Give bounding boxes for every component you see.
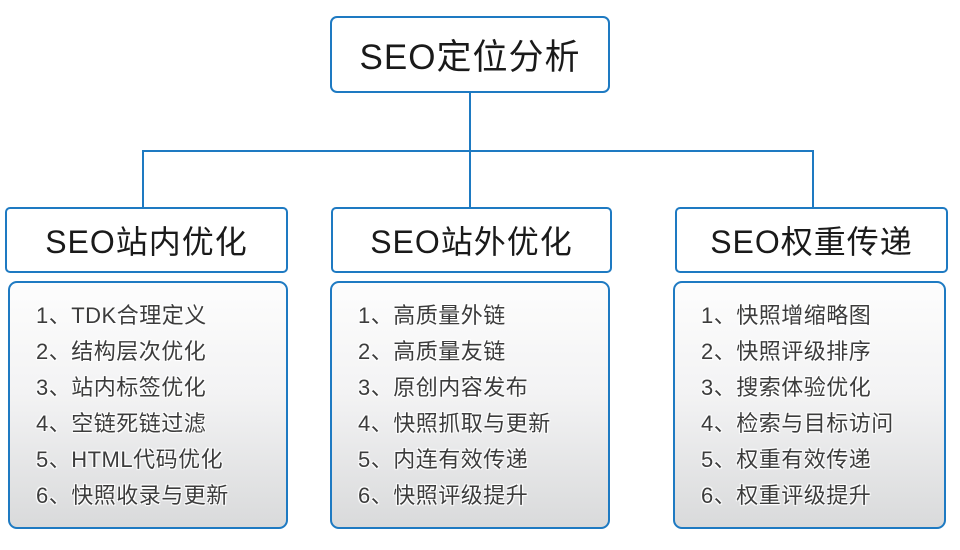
column-header-offsite: SEO站外优化 [331,207,612,273]
connector-drop-right [812,150,814,207]
root-node-seo-analysis: SEO定位分析 [330,16,610,93]
column-header-title: SEO权重传递 [710,224,913,260]
list-panel-weight: 1、快照增缩略图 2、快照评级排序 3、搜索体验优化 4、检索与目标访问 5、权… [673,281,946,529]
list-item: 3、站内标签优化 [36,375,207,400]
list-item: 5、HTML代码优化 [36,447,224,472]
list-panel-onsite: 1、TDK合理定义 2、结构层次优化 3、站内标签优化 4、空链死链过滤 5、H… [8,281,288,529]
list-item: 5、权重有效传递 [701,447,872,472]
list-offsite: 1、高质量外链 2、高质量友链 3、原创内容发布 4、快照抓取与更新 5、内连有… [358,298,598,514]
list-item: 4、检索与目标访问 [701,411,894,436]
column-header-onsite: SEO站内优化 [5,207,288,273]
list-item: 6、权重评级提升 [701,483,872,508]
column-header-title: SEO站内优化 [45,224,248,260]
list-item: 3、搜索体验优化 [701,375,872,400]
column-header-title: SEO站外优化 [370,224,573,260]
list-onsite: 1、TDK合理定义 2、结构层次优化 3、站内标签优化 4、空链死链过滤 5、H… [36,298,276,514]
connector-drop-left [142,150,144,207]
connector-root-drop [469,93,471,151]
list-item: 6、快照收录与更新 [36,483,229,508]
connector-drop-middle [469,150,471,207]
list-item: 3、原创内容发布 [358,375,529,400]
list-item: 2、快照评级排序 [701,339,872,364]
list-item: 1、TDK合理定义 [36,303,207,328]
list-item: 1、高质量外链 [358,303,506,328]
list-item: 1、快照增缩略图 [701,303,872,328]
list-item: 4、空链死链过滤 [36,411,207,436]
list-item: 5、内连有效传递 [358,447,529,472]
column-header-weight: SEO权重传递 [675,207,948,273]
connector-horizontal [142,150,814,152]
root-node-title: SEO定位分析 [359,38,581,77]
list-item: 2、高质量友链 [358,339,506,364]
list-weight: 1、快照增缩略图 2、快照评级排序 3、搜索体验优化 4、检索与目标访问 5、权… [701,298,934,514]
list-item: 4、快照抓取与更新 [358,411,551,436]
list-item: 2、结构层次优化 [36,339,207,364]
list-panel-offsite: 1、高质量外链 2、高质量友链 3、原创内容发布 4、快照抓取与更新 5、内连有… [330,281,610,529]
list-item: 6、快照评级提升 [358,483,529,508]
